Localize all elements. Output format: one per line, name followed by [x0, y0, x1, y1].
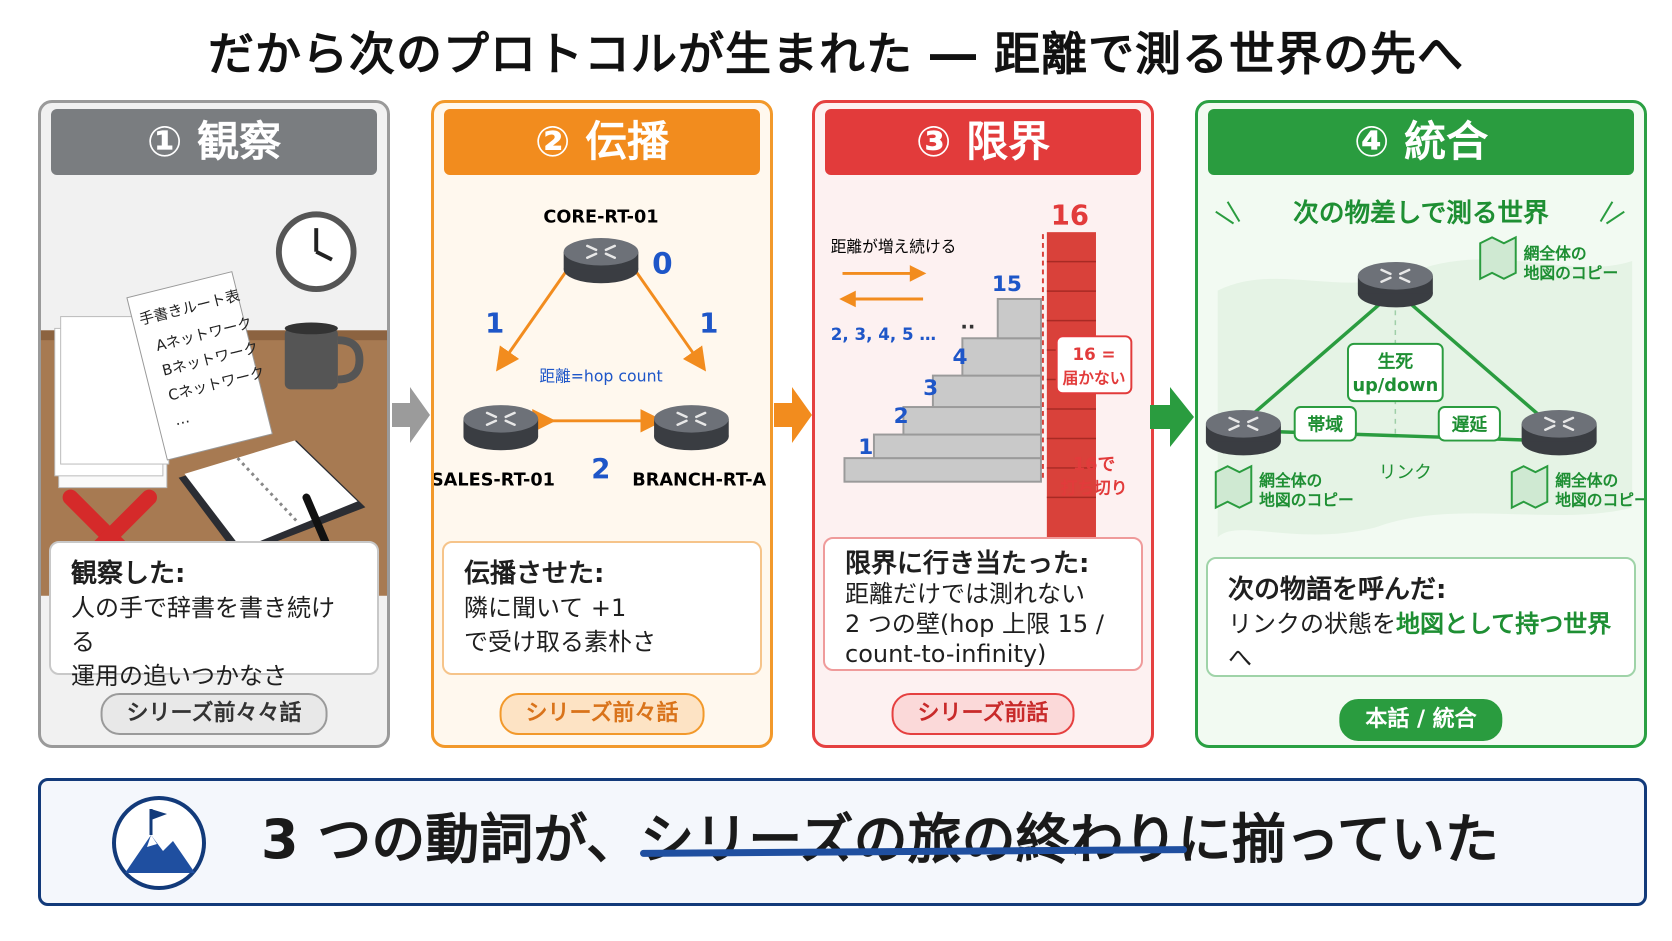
- map-copy-line2: 地図のコピー: [1555, 491, 1644, 510]
- flow-arrow-icon: [392, 387, 430, 443]
- desc-head: 観察した:: [71, 559, 186, 589]
- tag-bandwidth: 帯域: [1308, 414, 1344, 436]
- panel-header: ③ 限界: [825, 109, 1141, 175]
- clock-icon: [275, 211, 357, 293]
- series-badge: シリーズ前々々話: [100, 693, 328, 735]
- distance-sequence: 2, 3, 4, 5 …: [831, 324, 936, 344]
- sparkle-icon: [1215, 201, 1625, 225]
- hop-count-label: 距離=hop count: [539, 366, 662, 385]
- panel-header: ① 観察: [51, 109, 377, 175]
- desc-pre: リンクの状態を: [1228, 610, 1396, 638]
- desc-line: 隣に聞いて +1: [464, 594, 627, 622]
- cut-note-2: 打ち切り: [1061, 477, 1128, 497]
- desc-line: 2 つの壁(hop 上限 15 /: [845, 610, 1104, 638]
- router-icon: [1520, 408, 1598, 457]
- flow-arrow-icon: [1150, 387, 1194, 447]
- router-icon: [1204, 408, 1283, 457]
- desc-line: count-to-infinity): [845, 640, 1047, 668]
- integrate-subtitle: 次の物差しで測る世界: [1293, 198, 1549, 229]
- desc-line: で受け取る素朴さ: [464, 628, 656, 656]
- tag-link: リンク: [1379, 462, 1432, 483]
- integrate-description: 次の物語を呼んだ: リンクの状態を地図として持つ世界へ: [1206, 557, 1636, 677]
- flow-arrow-icon: [774, 387, 812, 443]
- map-copy-line2: 地図のコピー: [1524, 264, 1619, 283]
- series-badge: シリーズ前々話: [499, 693, 705, 735]
- tag-life: 生死: [1378, 351, 1414, 373]
- exchange-arrows-icon: [839, 265, 927, 308]
- router-label-branch: BRANCH-RT-A: [632, 471, 766, 491]
- step-label: 4: [953, 345, 968, 370]
- limit-description: 限界に行き当たった: 距離だけでは測れない 2 つの壁(hop 上限 15 / …: [823, 537, 1143, 671]
- map-copy-line1: 網全体の: [1259, 471, 1322, 490]
- step-label: 15: [992, 272, 1022, 297]
- router-label-sales: SALES-RT-01: [434, 471, 555, 491]
- tag-updown: up/down: [1352, 376, 1438, 396]
- conclusion-banner: 3 つの動詞が、シリーズの旅の終わりに揃っていた: [38, 778, 1647, 906]
- panel-propagate: ② 伝播 CORE-RT-01 SALES-RT-01 BRANCH-RT-A …: [431, 100, 773, 748]
- observe-illustration: 手書きルート表 Aネットワーク Bネットワーク Cネットワーク …: [41, 211, 387, 596]
- coffee-mug-icon: [284, 322, 364, 390]
- router-icon: [562, 236, 640, 285]
- note-line: …: [173, 409, 191, 429]
- router-icon: [652, 403, 730, 452]
- router-icon: [1356, 260, 1435, 309]
- panel-limit: ③ 限界 16 距離が増え続ける 2, 3, 4, 5: [812, 100, 1154, 748]
- wall-note-1: 16 =: [1073, 344, 1116, 364]
- mountain-flag-icon: [112, 796, 206, 890]
- metric-top: 0: [652, 246, 673, 280]
- propagate-diagram: CORE-RT-01 SALES-RT-01 BRANCH-RT-A 0 1 1…: [434, 207, 767, 491]
- step-label: 3: [923, 376, 938, 401]
- panel-observe: ① 観察 手書きルート表 Aネットワーク Bネットワーク Cネットワーク: [38, 100, 390, 748]
- notebook-icon: [178, 440, 366, 557]
- desc-line: リンクの状態を地図として持つ世界へ: [1228, 607, 1614, 675]
- map-copy-line1: 網全体の: [1555, 471, 1618, 490]
- map-icon: [1214, 235, 1549, 510]
- desc-head: 伝播させた:: [464, 559, 605, 589]
- step-label: 2: [894, 404, 909, 429]
- conclusion-highlight: シリーズの旅の終わり: [640, 808, 1178, 871]
- paper-stack-icon: [54, 271, 273, 489]
- router-icon: [462, 403, 540, 452]
- desc-line: 運用の追いつかなさ: [71, 662, 287, 690]
- router-label-core: CORE-RT-01: [543, 207, 658, 227]
- desc-line: 人の手で辞書を書き続ける: [71, 594, 335, 656]
- increasing-caption: 距離が増え続ける: [831, 237, 957, 256]
- staircase-icon: [843, 297, 1042, 483]
- desc-emphasis: 地図として持つ世界: [1396, 610, 1612, 638]
- observe-description: 観察した: 人の手で辞書を書き続ける 運用の追いつかなさ: [49, 541, 379, 690]
- conclusion-part1: 3 つの動詞が、: [261, 808, 641, 871]
- metric-left: 1: [485, 307, 504, 339]
- series-badge: シリーズ前話: [891, 693, 1075, 735]
- conclusion-text: 3 つの動詞が、シリーズの旅の終わりに揃っていた: [261, 781, 1499, 903]
- integrate-diagram: 次の物差しで測る世界 生死 up/down 帯域 遅延 リンク 網全体の 地図の…: [1204, 198, 1644, 538]
- desc-post: へ: [1228, 644, 1252, 672]
- wall-value: 16: [1051, 199, 1089, 231]
- page-title: だから次のプロトコルが生まれた ― 距離で測る世界の先へ: [207, 27, 1465, 81]
- wall-note-2: 届かない: [1063, 368, 1126, 387]
- conclusion-part3: に揃っていた: [1177, 808, 1499, 871]
- limit-diagram: 16 距離が増え続ける 2, 3, 4, 5 … 1 2 3 4 .. 15 1…: [831, 199, 1133, 539]
- metric-bottom: 2: [591, 453, 610, 485]
- step-label: 1: [858, 435, 873, 460]
- map-copy-line2: 地図のコピー: [1259, 491, 1354, 510]
- panel-integrate: ④ 統合 次の物差しで測る世界 生死 up/down 帯域 遅延 リンク 網全体…: [1195, 100, 1647, 748]
- desc-head: 次の物語を呼んだ:: [1228, 575, 1447, 605]
- desc-head: 限界に行き当たった:: [845, 549, 1090, 579]
- metric-right: 1: [699, 307, 718, 339]
- desc-line: 距離だけでは測れない: [845, 580, 1085, 608]
- tag-delay: 遅延: [1452, 415, 1488, 436]
- propagate-description: 伝播させた: 隣に聞いて +1 で受け取る素朴さ: [442, 541, 762, 675]
- main-episode-badge: 本話 / 統合: [1339, 699, 1503, 741]
- panel-header: ④ 統合: [1208, 109, 1634, 175]
- cut-note-1: 16で: [1073, 455, 1115, 475]
- panel-header: ② 伝播: [444, 109, 760, 175]
- map-copy-line1: 網全体の: [1524, 244, 1587, 263]
- step-label: ..: [960, 310, 975, 333]
